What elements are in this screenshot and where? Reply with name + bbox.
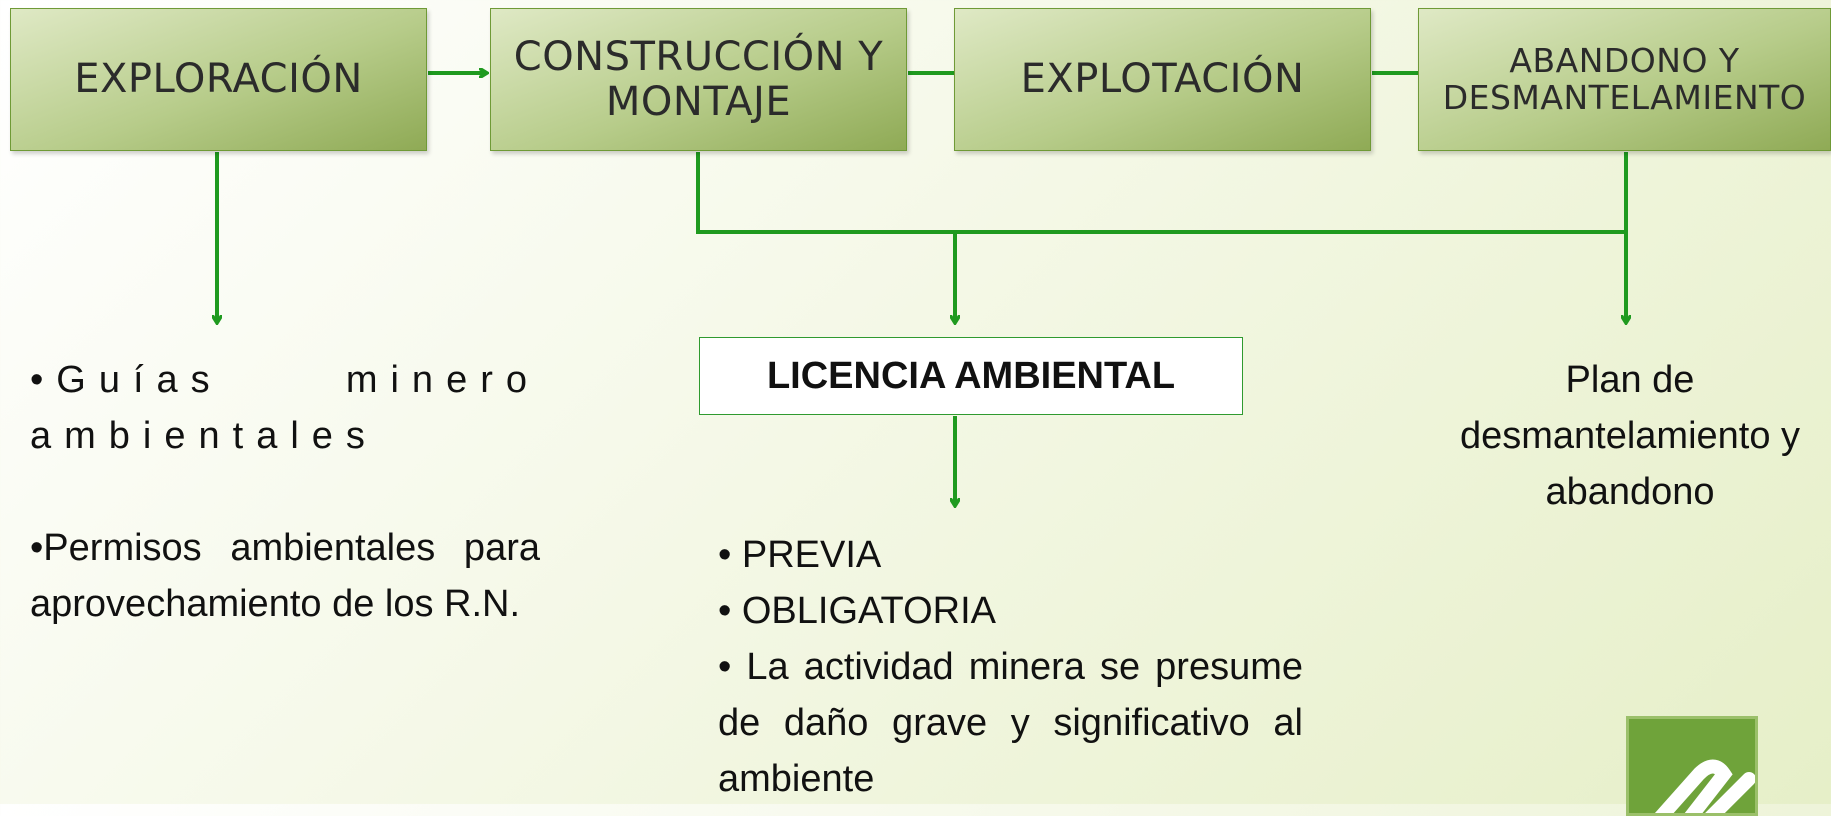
stage-abandono: ABANDONO Y DESMANTELAMIENTO (1418, 8, 1831, 151)
list-item-obligatoria: • OBLIGATORIA (718, 590, 996, 632)
licencia-ambiental-box: LICENCIA AMBIENTAL (699, 337, 1243, 415)
stage-construccion-label: CONSTRUCCIÓN Y MONTAJE (513, 33, 884, 125)
list-item-permisos: •Permisos ambientales para aprovechamien… (30, 527, 540, 625)
stage-explotacion-label: EXPLOTACIÓN (1020, 56, 1305, 103)
stage-explotacion: EXPLOTACIÓN (954, 8, 1371, 151)
licencia-characteristics: • PREVIA • OBLIGATORIA • La actividad mi… (718, 527, 1303, 807)
stage-construccion: CONSTRUCCIÓN Y MONTAJE (490, 8, 907, 151)
list-item-actividad: • La actividad minera se presume de daño… (718, 646, 1303, 800)
list-item-guias: •Guías minero ambientales (30, 359, 540, 457)
stage-exploracion: EXPLORACIÓN (10, 8, 427, 151)
stage-abandono-label: ABANDONO Y DESMANTELAMIENTO (1442, 40, 1807, 117)
list-item-previa: • PREVIA (718, 534, 882, 576)
licencia-title: LICENCIA AMBIENTAL (766, 354, 1176, 397)
exploracion-requirements: •Guías minero ambientales •Permisos ambi… (30, 352, 540, 688)
logo-icon (1626, 716, 1758, 816)
stage-exploracion-label: EXPLORACIÓN (74, 56, 363, 103)
plan-desmantelamiento-text: Plan de desmantelamiento y abandono (1459, 359, 1801, 513)
bracket-construccion-abandono (696, 152, 1628, 234)
